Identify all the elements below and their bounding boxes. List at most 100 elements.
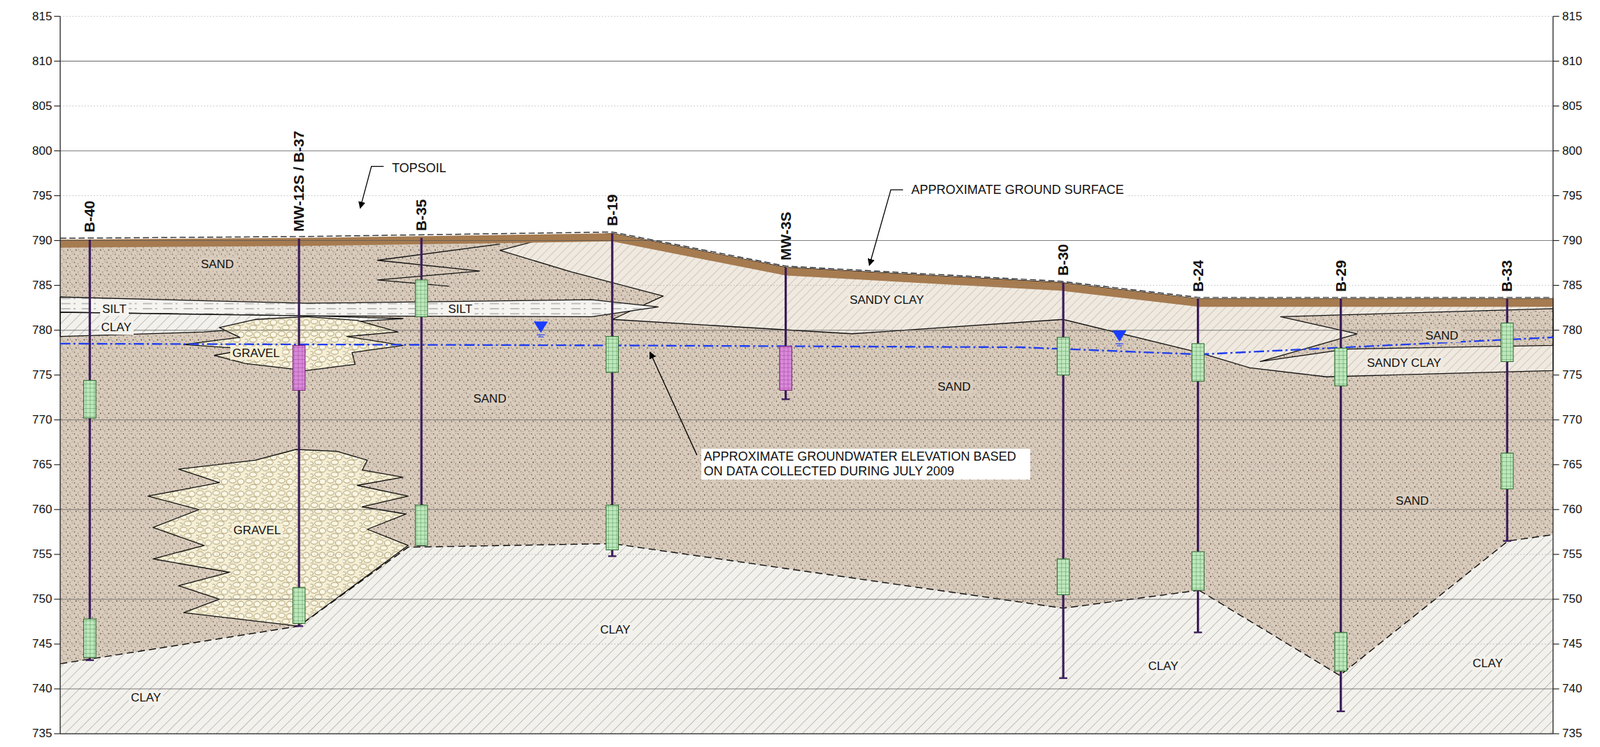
sand-layer [60,233,1554,734]
layer-name: SAND [198,257,236,272]
well-screen [292,345,305,390]
grid-line [60,508,1554,510]
axis-value: 785 [1562,278,1582,293]
tick [53,508,61,510]
layer-name: CLAY [1470,656,1505,671]
grid-line [60,16,1554,17]
tick [53,598,61,600]
tick [53,732,61,734]
layer-name: SANDY CLAY [847,293,926,308]
water-table-symbol [538,336,544,338]
axis-value: 775 [1562,368,1582,383]
layer-name: SANDY CLAY [1364,356,1444,371]
borehole-end [1058,676,1068,679]
boring-name: B-35 [412,198,430,231]
axis-value: 745 [32,636,52,651]
axis-value: 745 [1562,636,1582,651]
boring-name: B-40 [81,200,98,234]
axis-value: 740 [1562,681,1582,696]
boring-name: B-33 [1498,259,1516,292]
tick [53,284,61,286]
boring-name: B-24 [1189,259,1207,292]
well-screen [606,336,619,373]
tick [53,150,61,152]
layer-name: SAND [935,380,973,395]
borehole-end [1502,539,1512,542]
callout-text: APPROXIMATE GROUND SURFACE [909,182,1127,198]
tick [1553,598,1560,600]
boring-name: B-30 [1054,243,1072,276]
axis-value: 735 [1562,726,1582,741]
grid-line [60,195,1554,196]
grid-line [60,329,1554,331]
tick [53,553,61,555]
well-screen [415,279,427,318]
clay-layer [60,534,1554,734]
tick [53,240,61,241]
clay-boundary [60,543,1199,664]
axis-value: 750 [32,592,52,607]
well-screen [1191,551,1204,591]
borehole-end [1194,631,1203,633]
well-screen [292,587,305,623]
tick [53,688,61,689]
axis-value: 810 [1562,54,1582,69]
layer-name: SAND [471,391,509,406]
grid-line [60,598,1554,600]
boring-name: MW-3S [777,211,795,261]
axis-value: 755 [32,547,52,562]
tick [1553,60,1560,62]
axis-value: 815 [1562,9,1582,24]
axis-value: 770 [1562,412,1582,427]
leader-line [869,189,903,266]
tick [1553,688,1560,689]
axis-value: 795 [1562,188,1582,203]
tick [1553,374,1560,376]
axis-value: 740 [32,681,52,696]
axis-value: 735 [32,726,52,741]
well-screen [779,346,792,391]
tick [53,105,61,107]
tick [1553,105,1560,107]
topsoil-layer [60,233,1554,307]
borehole-end [85,659,94,661]
layer-name: CLAY [99,320,134,335]
well-screen [415,504,427,546]
grid-line [60,240,1554,241]
axis-value: 765 [1562,457,1582,472]
grid-line [60,284,1554,286]
axis-value: 790 [32,233,52,248]
borehole [298,238,301,626]
borehole-end [781,398,791,400]
well-screen [1334,347,1347,386]
callout-text: TOPSOIL [389,160,449,176]
axis-value: 755 [1562,547,1582,562]
grid-line [60,150,1554,152]
axis-value: 805 [32,99,52,114]
layer-name: SILT [445,302,475,317]
well-screen [1056,337,1069,376]
tick [1553,553,1560,555]
borehole-end [1336,710,1346,712]
axis-line [59,16,61,734]
axis-value: 770 [32,412,52,427]
tick [1553,195,1560,196]
grid-line [60,374,1554,376]
tick [53,329,61,331]
wedge-line [377,244,500,287]
boring-name: MW-12S / B-37 [290,130,308,232]
axis-value: 760 [32,502,52,517]
tick [1553,419,1560,420]
grid-line [60,60,1554,62]
axis-line [60,732,1554,734]
tick [53,643,61,644]
grid-line [60,688,1554,689]
axis-value: 765 [32,457,52,472]
water-table-symbol [1117,345,1122,346]
leader-line [650,352,698,455]
callout-note: APPROXIMATE GROUNDWATER ELEVATION BASED … [701,448,1031,479]
axis-value: 780 [1562,323,1582,338]
axis-value: 800 [1562,144,1582,159]
